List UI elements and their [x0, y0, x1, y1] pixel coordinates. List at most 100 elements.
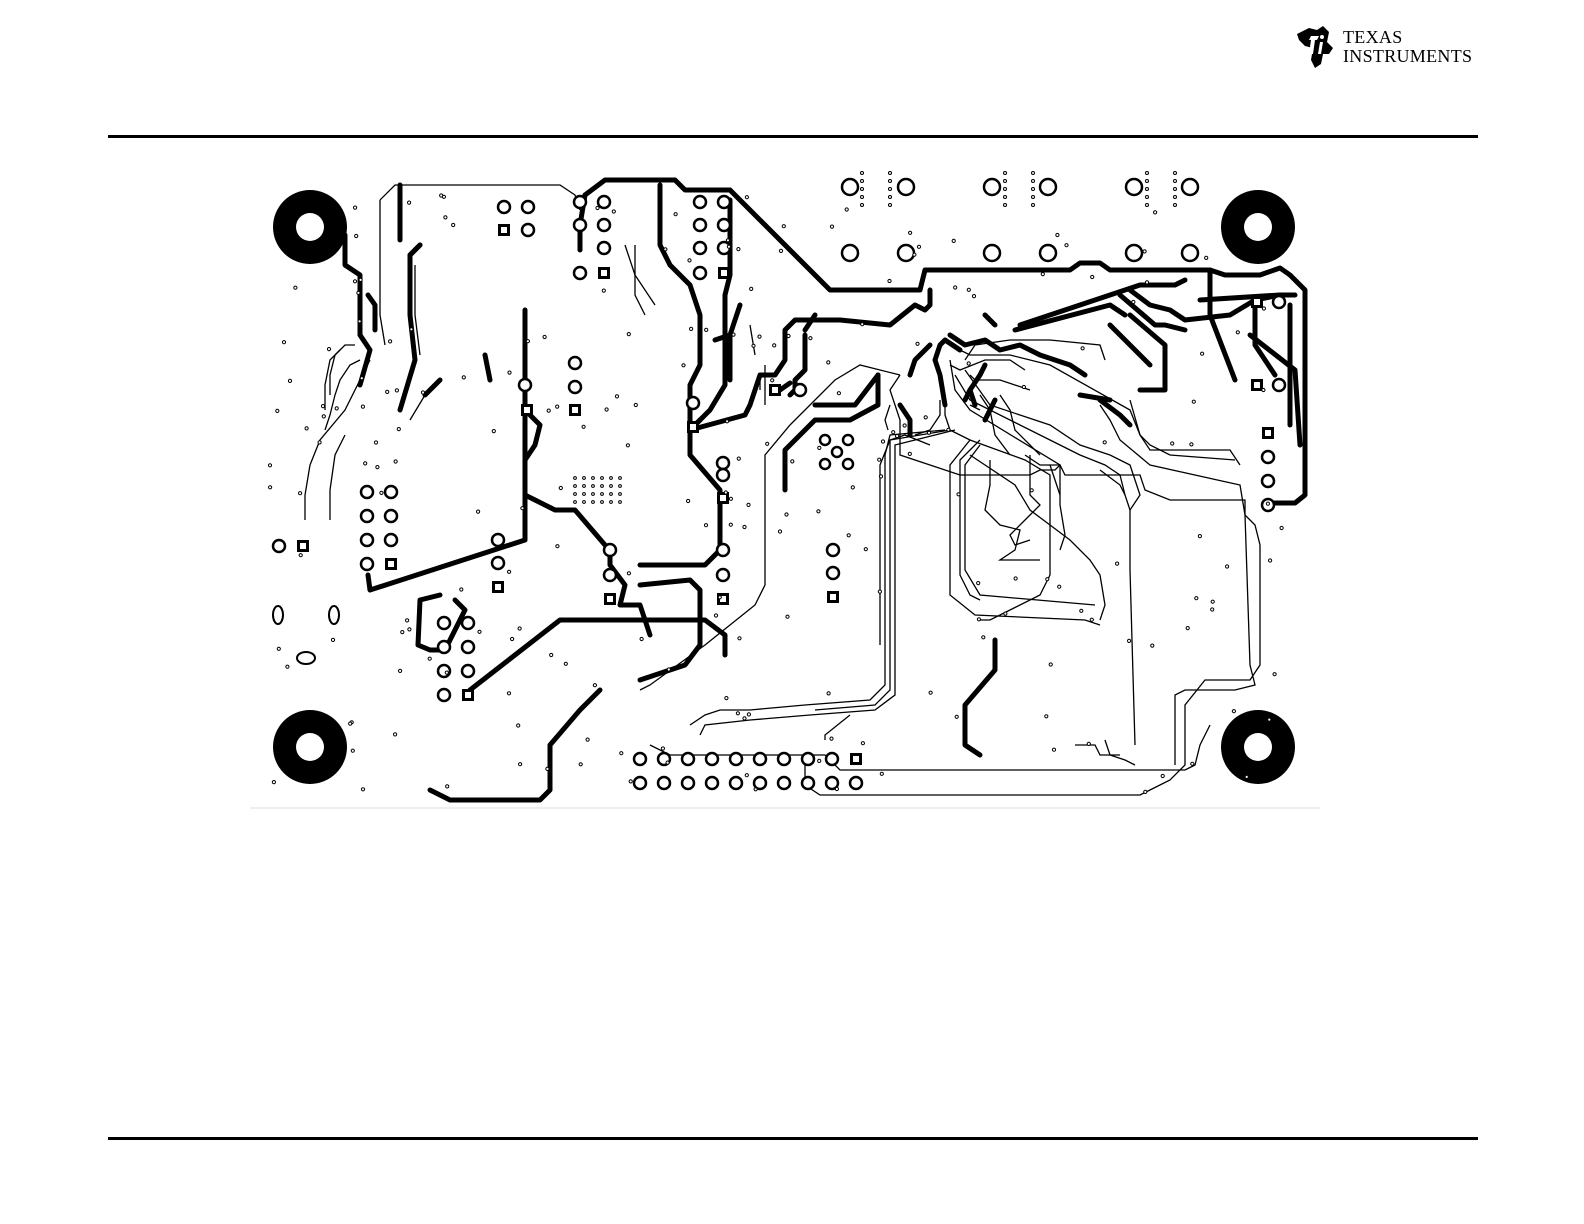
via — [518, 627, 521, 630]
round-pad — [717, 544, 729, 556]
via — [830, 737, 833, 740]
round-pad — [694, 242, 706, 254]
round-pad — [361, 486, 373, 498]
via — [526, 340, 529, 343]
via — [299, 492, 302, 495]
via — [269, 486, 272, 489]
round-pad — [462, 665, 474, 677]
oval-pad — [273, 606, 283, 624]
via — [1146, 180, 1149, 183]
round-pad — [385, 486, 397, 498]
via — [889, 196, 892, 199]
via — [1004, 180, 1007, 183]
via — [1030, 489, 1033, 492]
via — [615, 395, 618, 398]
via — [408, 628, 411, 631]
via — [626, 444, 629, 447]
via — [743, 717, 746, 720]
via — [682, 364, 685, 367]
via — [1032, 172, 1035, 175]
via — [421, 391, 424, 394]
via — [361, 788, 364, 791]
round-pad — [438, 689, 450, 701]
via — [888, 279, 891, 282]
via — [601, 477, 604, 480]
round-pad — [717, 469, 729, 481]
via — [1174, 188, 1177, 191]
via — [982, 636, 985, 639]
via — [861, 742, 864, 745]
via — [861, 172, 864, 175]
square-pad-hole — [607, 596, 613, 602]
square-pad-hole — [853, 756, 859, 762]
via — [1014, 577, 1017, 580]
via — [1065, 244, 1068, 247]
via — [1151, 644, 1154, 647]
round-pad — [778, 753, 790, 765]
via — [583, 485, 586, 488]
via — [592, 501, 595, 504]
via — [1146, 188, 1149, 191]
via — [1195, 597, 1198, 600]
via — [1004, 612, 1007, 615]
via — [579, 763, 582, 766]
via — [543, 335, 546, 338]
via — [861, 196, 864, 199]
via — [878, 590, 881, 593]
via — [729, 523, 732, 526]
via — [507, 692, 510, 695]
via — [1236, 331, 1239, 334]
via — [574, 485, 577, 488]
round-pad — [604, 544, 616, 556]
via — [954, 286, 957, 289]
via — [640, 637, 643, 640]
round-pad — [706, 777, 718, 789]
via — [1004, 196, 1007, 199]
via — [559, 486, 562, 489]
via — [758, 335, 761, 338]
via — [327, 348, 330, 351]
via — [745, 196, 748, 199]
via — [1174, 180, 1177, 183]
via — [442, 195, 445, 198]
round-pad — [385, 510, 397, 522]
via — [521, 507, 524, 510]
via — [1245, 775, 1248, 778]
header-rule — [108, 135, 1478, 138]
via — [861, 188, 864, 191]
round-pad — [802, 777, 814, 789]
via — [827, 361, 830, 364]
round-pad — [1182, 179, 1198, 195]
via — [892, 431, 895, 434]
via — [1143, 250, 1146, 253]
via — [1171, 442, 1174, 445]
via — [736, 712, 739, 715]
round-pad — [385, 534, 397, 546]
round-pad — [778, 777, 790, 789]
round-pad — [361, 558, 373, 570]
via — [445, 671, 448, 674]
via — [908, 452, 911, 455]
via — [913, 253, 916, 256]
round-pad — [462, 617, 474, 629]
round-pad — [682, 777, 694, 789]
via — [1161, 774, 1164, 777]
via — [924, 416, 927, 419]
via — [619, 485, 622, 488]
square-pad-hole — [830, 594, 836, 600]
via — [1041, 273, 1044, 276]
via — [586, 738, 589, 741]
round-pad — [843, 459, 853, 469]
via — [878, 458, 881, 461]
via — [787, 334, 790, 337]
round-pad — [984, 245, 1000, 261]
round-pad — [694, 267, 706, 279]
via — [737, 457, 740, 460]
via — [782, 225, 785, 228]
via — [550, 653, 553, 656]
round-pad — [694, 219, 706, 231]
round-pad — [569, 381, 581, 393]
via — [977, 618, 980, 621]
via — [397, 428, 400, 431]
square-pad-hole — [690, 424, 696, 430]
